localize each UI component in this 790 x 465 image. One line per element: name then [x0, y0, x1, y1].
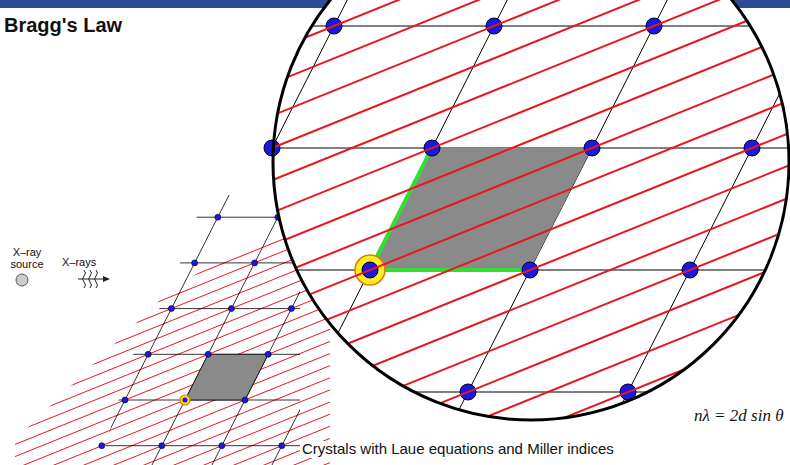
atom: [168, 306, 174, 312]
plane-line: [0, 175, 291, 465]
origin-atom: [180, 395, 190, 405]
lattice-stroke: [0, 149, 13, 465]
lattice-stroke: [14, 26, 790, 27]
plane-line: [0, 175, 231, 465]
magnifier-outline: [273, 0, 789, 420]
plane-line: [0, 175, 171, 465]
plane-line: [176, 0, 790, 465]
plane-line: [0, 0, 724, 465]
lattice-stroke: [0, 149, 133, 465]
plane-line: [736, 0, 790, 465]
atom: [192, 260, 198, 266]
lattice-vector-b: [370, 148, 432, 270]
plane-line: [0, 0, 4, 465]
plane-line: [0, 175, 111, 465]
plane-line: [336, 0, 790, 465]
lattice-stroke: [0, 392, 790, 393]
lattice-stroke: [535, 0, 790, 465]
lattice-stroke: [90, 149, 252, 465]
plane-line: [576, 0, 790, 465]
xray-source: [16, 270, 110, 288]
plane-line: [0, 0, 84, 465]
lattice-stroke: [215, 0, 618, 465]
atom: [279, 443, 285, 449]
plane-line: [256, 0, 790, 465]
plane-line: [0, 175, 21, 465]
plane-line: [416, 0, 790, 465]
plane-line: [0, 0, 164, 465]
atom: [242, 397, 248, 403]
plane-line: [0, 175, 51, 465]
atom: [219, 443, 225, 449]
plane-line: [0, 0, 484, 465]
ray-label: X–rays: [62, 256, 96, 268]
lattice-stroke: [0, 0, 298, 465]
unit-cell: [185, 354, 268, 400]
footer-text: Crystals with Laue equations and Miller …: [300, 441, 616, 458]
atom: [205, 351, 211, 357]
unit-cell-magnified: [370, 148, 592, 270]
lattice-stroke: [0, 270, 790, 271]
atom: [122, 397, 128, 403]
lattice-stroke: [0, 149, 73, 465]
plane-line: [656, 0, 790, 465]
bragg-equation: nλ = 2d sin θ: [694, 407, 784, 426]
atom: [288, 306, 294, 312]
plane-line: [0, 0, 324, 465]
plane-line: [0, 0, 244, 465]
atom: [145, 351, 151, 357]
origin-atom-core: [183, 398, 188, 403]
atom: [265, 351, 271, 357]
lattice-stroke: [30, 149, 192, 465]
slide-title: Bragg's Law: [4, 14, 122, 37]
plane-line: [0, 0, 404, 465]
atom: [228, 306, 234, 312]
atom: [252, 260, 258, 266]
plane-line: [16, 0, 790, 465]
plane-line: [96, 0, 790, 465]
atom: [159, 443, 165, 449]
atom: [99, 443, 105, 449]
lattice-stroke: [695, 0, 790, 465]
source-label: X–ray source: [6, 246, 48, 270]
atom: [215, 214, 221, 220]
lattice-stroke: [0, 0, 138, 465]
magnifier-fill: [273, 0, 789, 420]
